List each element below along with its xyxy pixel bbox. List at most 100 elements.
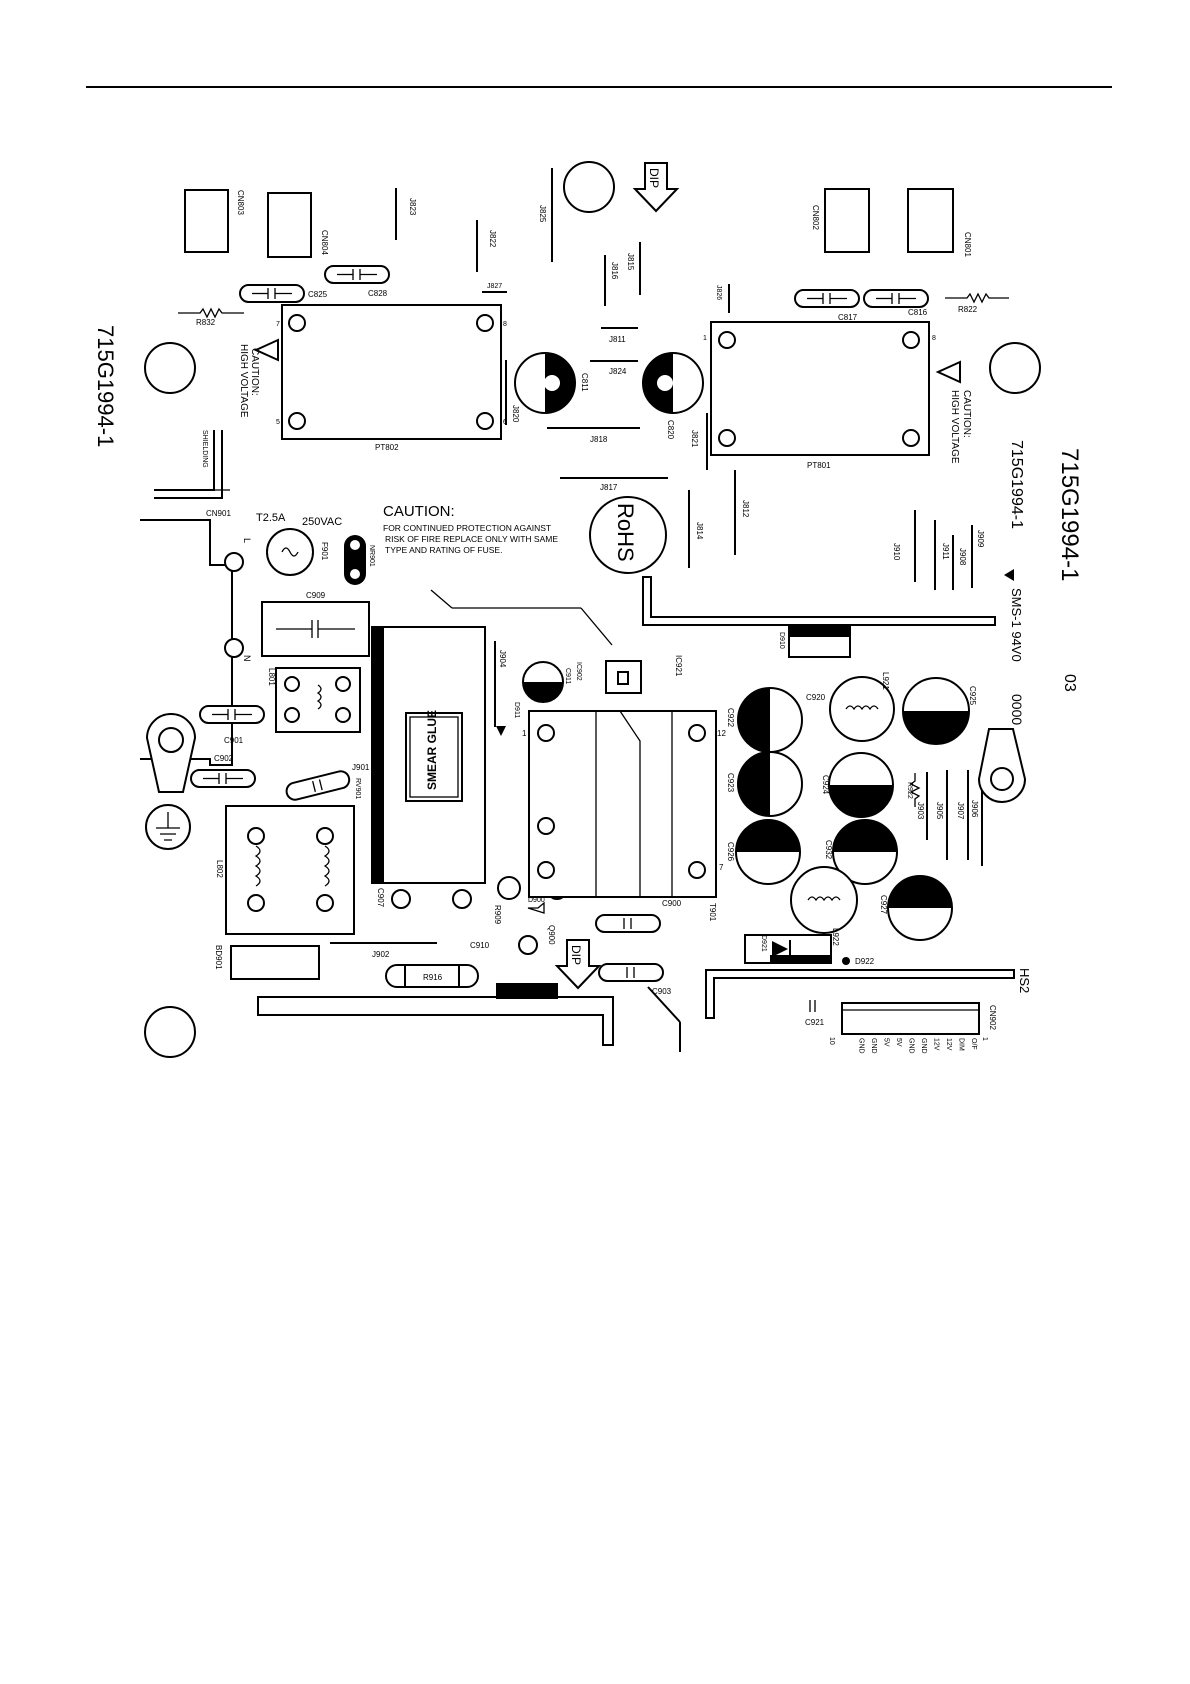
- rohs-label: RoHS: [613, 503, 638, 562]
- ul-marking: SMS-1 94V0: [1009, 588, 1024, 662]
- label-j812: J812: [741, 500, 750, 518]
- label-d921: D921: [760, 935, 767, 952]
- capacitor-c926: [735, 819, 801, 885]
- cn902-pin-label: 12V: [945, 1038, 952, 1051]
- label-j817: J817: [600, 483, 618, 492]
- capacitor-c911: [522, 661, 564, 703]
- label-j822: J822: [488, 230, 497, 248]
- label-c932: C932: [824, 840, 833, 860]
- cn902-pin-label: 5V: [883, 1038, 890, 1047]
- label-line-l: L: [242, 538, 252, 543]
- label-j814: J814: [695, 522, 704, 540]
- fuse-rating: T2.5A: [256, 512, 286, 524]
- cn902-pin-label: GND: [908, 1038, 915, 1054]
- label-pt801: PT801: [807, 461, 831, 470]
- resistor-r832: [178, 307, 244, 319]
- heatsink-hs2: [705, 969, 1015, 1019]
- label-c909: C909: [306, 591, 326, 600]
- label-c926: C926: [726, 842, 735, 862]
- label-c925: C925: [968, 686, 977, 706]
- t901-pinlabel-7: 7: [719, 863, 724, 872]
- pt801-pin8: [902, 331, 920, 349]
- mounting-hole-top: [563, 161, 615, 213]
- nr901-pin-a: [350, 540, 360, 550]
- label-j905: J905: [935, 802, 944, 820]
- caution-left-line1: CAUTION:: [249, 348, 260, 396]
- label-j823: J823: [408, 198, 417, 216]
- dip-label-bottom: DIP: [569, 945, 583, 965]
- t901-pinlabel-1: 1: [522, 729, 527, 738]
- diode-d900: [527, 901, 545, 914]
- fuse-voltage: 250VAC: [302, 516, 342, 528]
- label-j908: J908: [958, 548, 967, 566]
- pt802-pinlabel-5: 5: [276, 419, 280, 426]
- pt802-pin7: [288, 314, 306, 332]
- label-t901: T901: [708, 903, 717, 922]
- leader-fuse-caution: [430, 589, 453, 609]
- label-j906: J906: [970, 800, 979, 818]
- revision-code: 03: [1061, 674, 1078, 692]
- capacitor-c820: [642, 352, 704, 414]
- pt802-pin5: [288, 412, 306, 430]
- varistor-rv901: [285, 770, 351, 801]
- capacitor-c828: [324, 265, 390, 284]
- cn901-pin-l: [224, 552, 244, 572]
- rohs-stamp: [589, 496, 667, 574]
- caution-right-line1: CAUTION:: [961, 390, 972, 438]
- capacitor-c925: [902, 677, 970, 745]
- label-c927: C927: [879, 895, 888, 915]
- ul-triangle-icon: [1004, 569, 1014, 581]
- capacitor-c902: [190, 769, 256, 788]
- cn902-pin-label: GND: [920, 1038, 927, 1054]
- transformer-pt802: [281, 304, 502, 440]
- connector-cn802: [824, 188, 870, 253]
- trace-diagonal-bottom: [647, 986, 681, 1023]
- resistor-r822: [945, 292, 1009, 304]
- high-voltage-icon-right: [935, 360, 961, 384]
- label-r909: R909: [493, 905, 502, 925]
- capacitor-c932: [832, 819, 898, 885]
- cn901-outline: [140, 519, 233, 766]
- connector-cn801: [907, 188, 954, 253]
- pt801-pin3: [718, 429, 736, 447]
- label-ic902: IC902: [575, 662, 582, 681]
- label-r832: R832: [196, 318, 216, 327]
- board-code-small: 715G1994-1: [1008, 440, 1025, 529]
- label-l921: L921: [881, 672, 890, 690]
- resistor-r909: [497, 876, 521, 900]
- label-j902: J902: [372, 950, 390, 959]
- t901-pinlabel-12: 12: [717, 729, 726, 738]
- label-bd901: BD901: [214, 945, 223, 970]
- c907-pin-b: [452, 889, 472, 909]
- cn902-pin-label: 5V: [895, 1038, 902, 1047]
- board-code-left: 715G1994-1: [93, 325, 118, 447]
- label-pt802: PT802: [375, 443, 399, 452]
- label-c910: C910: [470, 941, 490, 950]
- diode-d911: [495, 726, 507, 738]
- heatsink-clip: [496, 983, 558, 999]
- label-d900: D900: [528, 897, 545, 904]
- top-rule: [86, 86, 1112, 88]
- dip-arrow-top: [632, 162, 680, 213]
- pt801-pin1: [718, 331, 736, 349]
- fuse-caution-line2: RISK OF FIRE REPLACE ONLY WITH SAME: [385, 534, 558, 544]
- smear-glue-box: [405, 712, 463, 802]
- label-f901: F901: [320, 542, 329, 561]
- fuse-symbol: [281, 547, 299, 557]
- mounting-hole-bottom-left: [144, 1006, 196, 1058]
- fuse-caution-title: CAUTION:: [383, 503, 455, 520]
- label-cn802: CN802: [811, 205, 820, 230]
- label-cn801: CN801: [963, 232, 972, 257]
- label-j811: J811: [609, 335, 626, 344]
- label-cn804: CN804: [320, 230, 329, 255]
- label-cn901: CN901: [206, 509, 231, 518]
- ground-icon: [156, 812, 180, 841]
- pt802-pinlabel-8: 8: [503, 321, 507, 328]
- t901-pin-mid: [537, 817, 555, 835]
- caution-left-line2: HIGH VOLTAGE: [238, 344, 249, 418]
- fuse-caution-line1: FOR CONTINUED PROTECTION AGAINST: [383, 523, 551, 533]
- label-j827: J827: [487, 283, 502, 290]
- label-l802: L802: [215, 860, 224, 878]
- heatsink-bar: [372, 627, 384, 883]
